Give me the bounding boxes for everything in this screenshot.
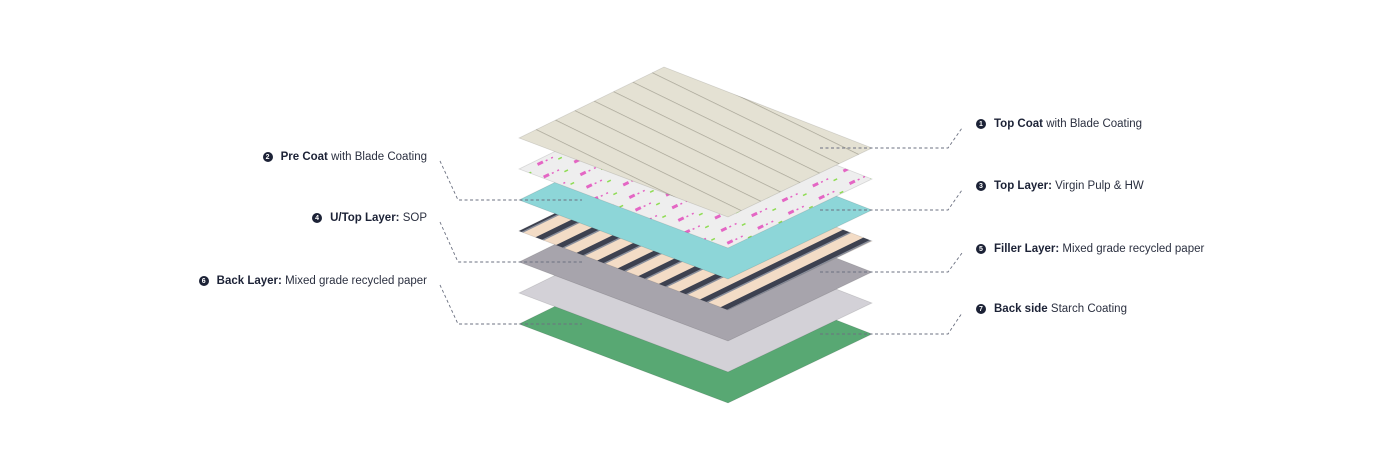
layer-label-6: 6 Back Layer: Mixed grade recycled paper	[198, 275, 427, 287]
layer-label-2: 2 Pre Coat with Blade Coating	[262, 151, 427, 163]
leader-line-3	[820, 189, 963, 211]
layer-description: with Blade Coating	[1046, 118, 1143, 130]
layer-title: Top Coat	[994, 118, 1043, 130]
layer-description: SOP	[402, 212, 427, 224]
layer-label-3: 3 Top Layer: Virgin Pulp & HW	[976, 180, 1144, 192]
number-badge: 6	[198, 276, 209, 286]
layer-title: Top Layer:	[994, 180, 1052, 192]
number-badge: 1	[976, 119, 986, 129]
number-badge: 5	[976, 244, 986, 254]
layer-label-5: 5 Filler Layer: Mixed grade recycled pape…	[976, 243, 1204, 255]
number-badge: 2	[262, 152, 273, 162]
number-badge: 4	[312, 213, 323, 223]
leader-line-5	[820, 252, 963, 273]
layer-label-4: 4 U/Top Layer: SOP	[312, 212, 427, 224]
layer-description: Mixed grade recycled paper	[285, 275, 427, 287]
layer-title: Back Layer:	[216, 275, 282, 287]
layer-description: Virgin Pulp & HW	[1055, 180, 1144, 192]
layer-title: U/Top Layer:	[330, 212, 400, 224]
number-badge: 3	[976, 181, 986, 191]
layer-description: Starch Coating	[1050, 303, 1127, 315]
layer-title: Back side	[994, 303, 1048, 315]
layer-description: Mixed grade recycled paper	[1062, 243, 1205, 255]
leader-line-1	[820, 127, 963, 149]
layer-label-1: 1 Top Coat with Blade Coating	[976, 118, 1142, 130]
layer-description: with Blade Coating	[331, 151, 427, 163]
leader-line-7	[820, 312, 963, 335]
layer-title: Filler Layer:	[994, 243, 1060, 255]
layer-title: Pre Coat	[280, 151, 328, 163]
layer-label-7: 7 Back side Starch Coating	[976, 303, 1127, 315]
number-badge: 7	[976, 304, 986, 314]
leader-line-4	[439, 221, 582, 263]
